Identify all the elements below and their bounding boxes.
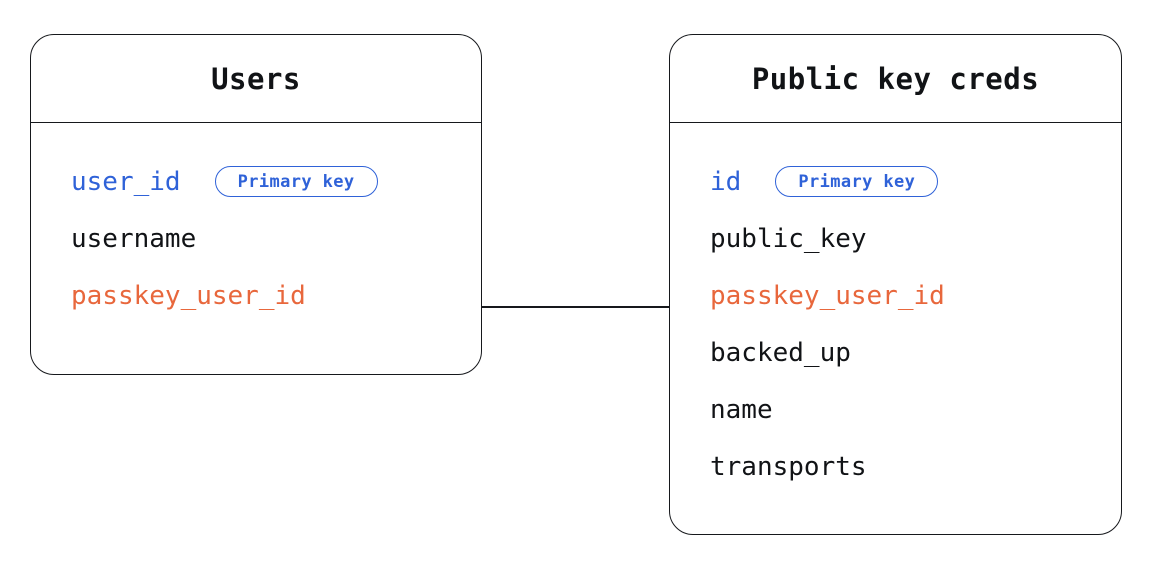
field-row-transports[interactable]: transports [710,438,1083,495]
field-name-id: id [710,166,742,197]
entity-users-header: Users [31,35,481,123]
field-row-passkey-user-id[interactable]: passkey_user_id [710,267,1083,324]
field-name-username: username [71,223,197,254]
field-row-id[interactable]: id Primary key [710,153,1083,210]
field-name-user-id: user_id [71,166,181,197]
field-name-name: name [710,394,773,425]
primary-key-badge-label: Primary key [237,171,355,192]
primary-key-badge-label: Primary key [798,171,916,192]
relationship-connector-passkey-user-id[interactable] [479,306,671,308]
entity-users[interactable]: Users user_id Primary key username passk… [30,34,482,375]
primary-key-badge-user-id: Primary key [214,166,378,197]
field-name-public-key: public_key [710,223,867,254]
entity-users-title: Users [211,61,301,96]
entity-public-key-creds-header: Public key creds [670,35,1121,123]
entity-public-key-creds-fields: id Primary key public_key passkey_user_i… [670,123,1121,521]
field-row-name[interactable]: name [710,381,1083,438]
field-row-username[interactable]: username [71,210,443,267]
field-name-passkey-user-id: passkey_user_id [710,280,945,311]
entity-users-fields: user_id Primary key username passkey_use… [31,123,481,350]
field-row-passkey-user-id[interactable]: passkey_user_id [71,267,443,324]
entity-public-key-creds[interactable]: Public key creds id Primary key public_k… [669,34,1122,535]
field-name-backed-up: backed_up [710,337,851,368]
field-row-public-key[interactable]: public_key [710,210,1083,267]
field-row-backed-up[interactable]: backed_up [710,324,1083,381]
field-name-passkey-user-id: passkey_user_id [71,280,306,311]
field-name-transports: transports [710,451,867,482]
entity-public-key-creds-title: Public key creds [751,61,1040,96]
primary-key-badge-id: Primary key [775,166,939,197]
field-row-user-id[interactable]: user_id Primary key [71,153,443,210]
